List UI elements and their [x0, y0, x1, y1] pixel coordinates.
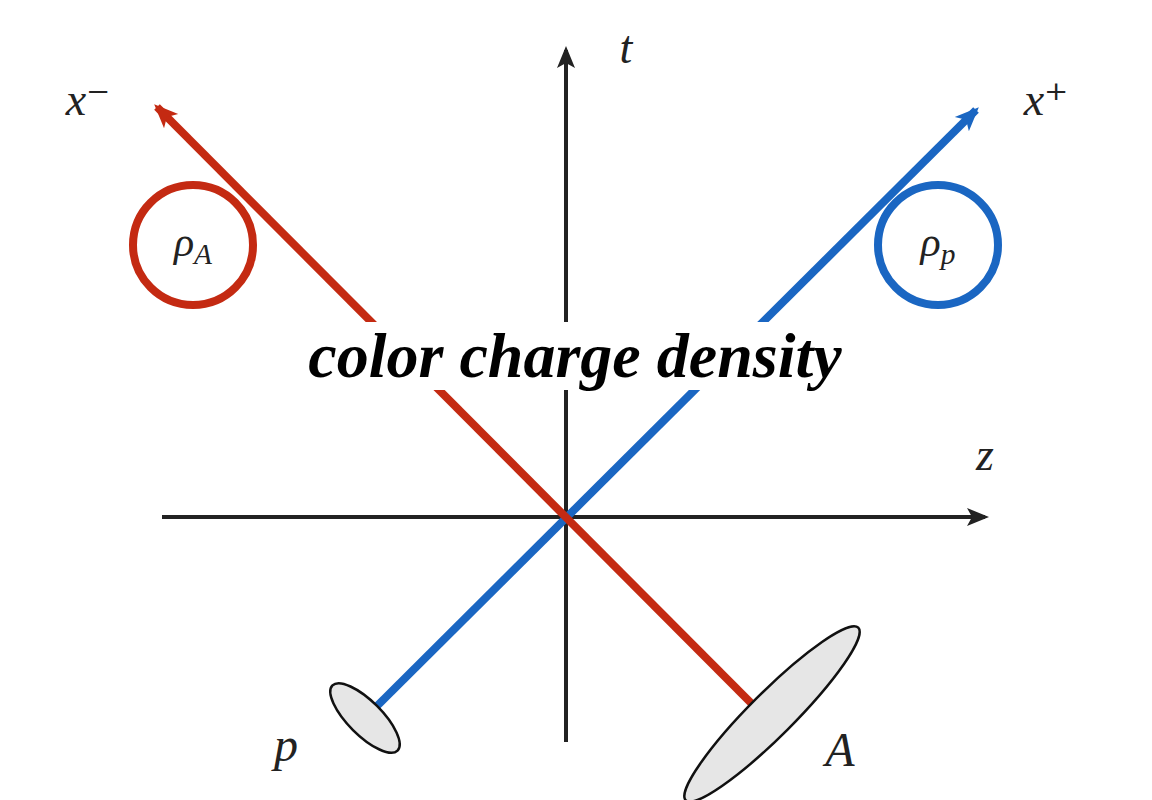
- axis-label: t: [620, 25, 633, 71]
- nucleus-worldline: [157, 107, 758, 710]
- time-axis: [564, 50, 568, 742]
- color-charge-circle: ρp: [873, 180, 1003, 310]
- density-symbol: ρp: [921, 221, 956, 270]
- particle-label: p: [274, 721, 298, 769]
- nucleus-disk: [670, 612, 874, 800]
- axis-label: x⁺: [1024, 77, 1069, 123]
- axis-label: x⁻: [66, 77, 111, 123]
- proton-disk: [320, 673, 409, 762]
- axis-label: z: [976, 432, 994, 478]
- color-charge-circle: ρA: [128, 180, 258, 310]
- particle-label: A: [825, 726, 854, 774]
- density-symbol: ρA: [174, 221, 212, 270]
- diagram-caption: color charge density: [304, 322, 845, 390]
